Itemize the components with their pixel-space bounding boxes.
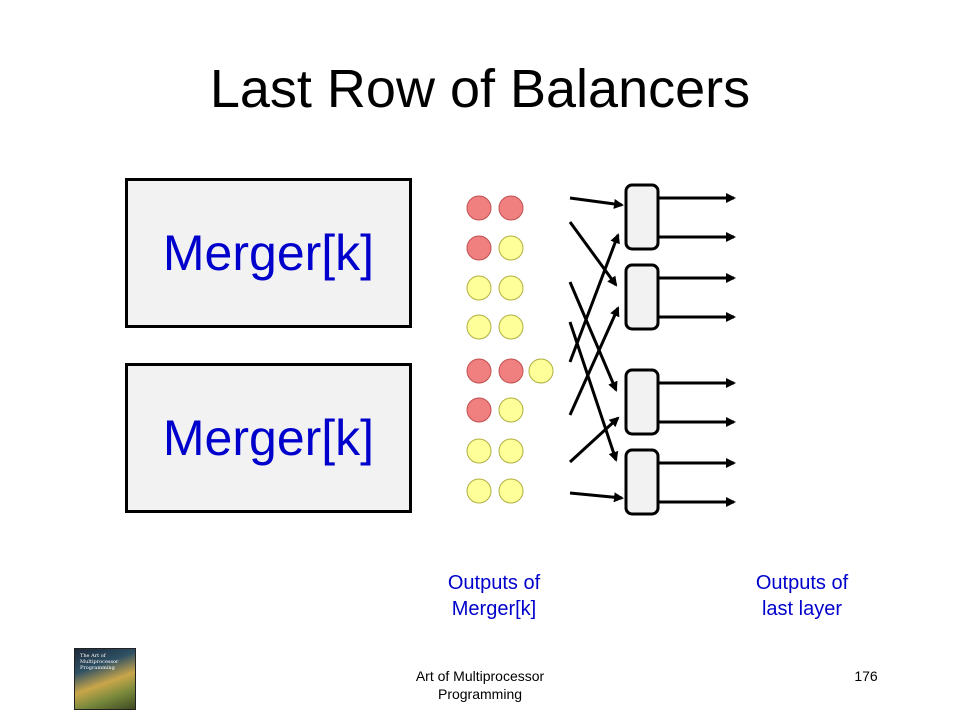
yellow-token <box>466 314 492 340</box>
cross-wire-1 <box>568 221 618 287</box>
red-token <box>498 358 524 384</box>
caption-merger-outputs: Outputs of Merger[k] <box>414 570 574 622</box>
input-wire-1 <box>569 196 624 209</box>
slide-title: Last Row of Balancers <box>209 59 751 119</box>
red-token <box>466 195 492 221</box>
yellow-token <box>466 478 492 504</box>
red-token <box>498 195 524 221</box>
page-number: 176 <box>854 668 878 684</box>
footer-line2: Programming <box>437 685 523 702</box>
yellow-token <box>466 438 492 464</box>
balancer-2 <box>624 263 660 331</box>
caption-merger-outputs-line1: Outputs of <box>447 572 541 594</box>
red-token <box>466 235 492 261</box>
footer-line1: Art of Multiprocessor <box>415 668 545 684</box>
cross-wire-2 <box>568 281 618 392</box>
caption-last-layer-line1: Outputs of <box>755 572 849 594</box>
yellow-token <box>498 235 524 261</box>
balancer-1 <box>624 183 660 251</box>
merger-top-box: Merger[k] <box>125 178 412 328</box>
yellow-token <box>528 358 554 384</box>
merger-bottom-label: Merger[k] <box>162 410 375 466</box>
balancer-3 <box>624 368 660 436</box>
red-token <box>466 397 492 423</box>
balancer-4 <box>624 448 660 516</box>
yellow-token <box>466 275 492 301</box>
cross-wire-5 <box>568 306 620 416</box>
footer-text: Art of Multiprocessor Programming <box>390 668 570 703</box>
yellow-token <box>498 275 524 301</box>
token-group <box>466 195 554 504</box>
yellow-token <box>498 397 524 423</box>
yellow-token <box>498 478 524 504</box>
merger-bottom-box: Merger[k] <box>125 363 412 513</box>
caption-last-layer-line2: last layer <box>761 598 843 620</box>
yellow-token <box>498 438 524 464</box>
cross-wire-6 <box>568 416 620 464</box>
yellow-token <box>498 314 524 340</box>
input-wire-8 <box>569 491 624 503</box>
cross-wire-4 <box>568 233 620 363</box>
red-token <box>466 358 492 384</box>
caption-merger-outputs-line2: Merger[k] <box>451 598 537 620</box>
caption-last-layer-outputs: Outputs of last layer <box>722 570 882 622</box>
merger-top-label: Merger[k] <box>162 225 375 281</box>
